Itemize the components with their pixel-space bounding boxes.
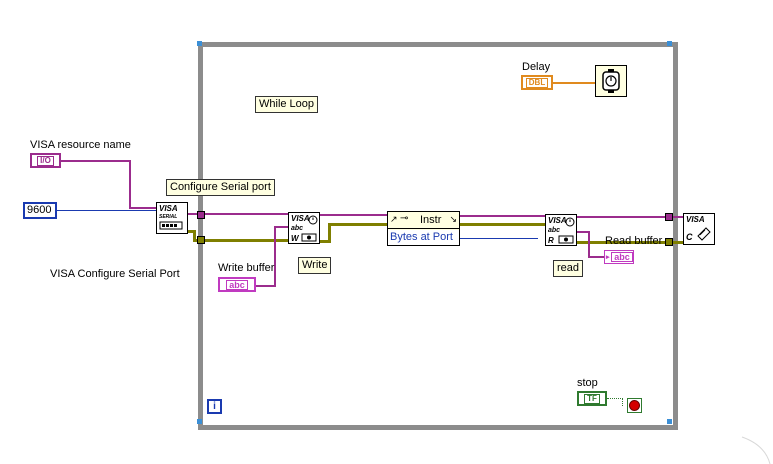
baud-rate-constant[interactable]: 9600: [23, 202, 57, 219]
stop-label: stop: [577, 377, 598, 389]
write-buffer-control[interactable]: abc: [218, 277, 256, 292]
wire-delay: [553, 82, 595, 84]
wire-visa-ref-1: [186, 213, 288, 215]
iteration-terminal[interactable]: i: [207, 399, 222, 414]
read-comment: read: [553, 260, 584, 277]
visa-resource-name-label: VISA resource name: [30, 139, 131, 151]
wire-read-buffer-v: [588, 231, 590, 258]
reference-arrow-icon: ↗: [390, 214, 398, 224]
wire-write-buffer-h: [256, 285, 276, 287]
svg-text:abc: abc: [548, 227, 560, 234]
visa-write-icon: VISA abc W: [291, 214, 318, 243]
visa-configure-serial-port-vi[interactable]: VISA SERIAL: [156, 202, 188, 234]
property-bytes-at-port[interactable]: Bytes at Port: [388, 230, 459, 245]
key-icon: ⊸: [400, 213, 409, 224]
svg-text:abc: abc: [291, 225, 303, 232]
bool-type-tag: TF: [584, 394, 600, 404]
write-buffer-label: Write buffer: [218, 262, 275, 274]
wire-error-4: [577, 241, 684, 244]
error-arrow-icon: ↘: [449, 214, 457, 224]
visa-write-vi[interactable]: VISA abc W: [288, 212, 320, 244]
visa-close-icon: VISA C: [686, 215, 711, 242]
tunnel-error-out[interactable]: [665, 238, 673, 246]
indicator-arrow-icon: ▸: [606, 254, 610, 261]
delay-label: Delay: [522, 61, 551, 73]
wire-visa-resource: [60, 160, 130, 162]
wire-baud-rate: [56, 210, 156, 211]
wait-ms-function[interactable]: [595, 65, 627, 97]
visa-read-icon: VISA abc R: [548, 216, 575, 245]
tunnel-error-in[interactable]: [197, 236, 205, 244]
wire-error-3: [460, 223, 545, 226]
wire-visa-ref-4: [577, 216, 684, 218]
svg-text:C: C: [686, 232, 693, 242]
stop-sign-icon: [629, 400, 640, 411]
loop-condition-terminal[interactable]: [627, 398, 642, 413]
write-comment: Write: [298, 257, 332, 274]
visa-resource-control[interactable]: I/O: [30, 153, 61, 168]
wire-error-1: [193, 239, 288, 242]
loop-resize-handle-bl[interactable]: [197, 419, 202, 424]
wire-read-buffer-h2: [588, 256, 604, 258]
while-loop-comment: While Loop: [255, 96, 319, 113]
wire-error-2b: [328, 223, 388, 226]
property-node[interactable]: ↗ ⊸ Instr ↘ Bytes at Port: [387, 211, 460, 246]
dbl-type-tag: DBL: [525, 78, 549, 88]
loop-resize-handle-tr[interactable]: [667, 41, 672, 46]
wire-error-2v: [328, 223, 331, 243]
visa-serial-icon: VISA SERIAL: [159, 204, 183, 230]
svg-text:W: W: [291, 234, 300, 243]
wire-visa-ref-3: [460, 215, 545, 217]
read-buffer-label: Read buffer: [605, 235, 663, 247]
wire-bytes-at-port: [458, 238, 538, 239]
svg-text:VISA: VISA: [159, 204, 178, 213]
svg-text:SERIAL: SERIAL: [159, 214, 177, 220]
delay-control[interactable]: DBL: [521, 75, 553, 90]
configure-serial-port-comment: Configure Serial port: [166, 179, 275, 196]
wire-write-buffer-v: [274, 226, 276, 287]
tunnel-visa-out[interactable]: [665, 213, 673, 221]
svg-text:VISA: VISA: [291, 214, 310, 223]
wire-error-0: [186, 230, 194, 233]
visa-read-vi[interactable]: VISA abc R: [545, 214, 577, 246]
wire-visa-ref-2: [320, 214, 388, 216]
wire-visa-resource-v: [129, 160, 131, 208]
visa-close-vi[interactable]: VISA C: [683, 213, 715, 245]
svg-text:R: R: [548, 236, 554, 245]
stop-control[interactable]: TF: [577, 391, 607, 406]
wire-stop: [607, 398, 623, 400]
wire-visa-resource-h: [129, 207, 156, 209]
wire-stop-v: [622, 398, 624, 406]
svg-text:VISA: VISA: [548, 216, 567, 225]
read-buffer-indicator[interactable]: ▸ abc: [604, 250, 634, 264]
wire-read-buffer-h: [577, 231, 589, 233]
loop-resize-handle-tl[interactable]: [197, 41, 202, 46]
property-node-class: Instr: [420, 214, 442, 226]
loop-resize-handle-br[interactable]: [667, 419, 672, 424]
string-type-tag-indicator: abc: [611, 252, 633, 262]
stopwatch-icon: [602, 69, 620, 93]
svg-text:VISA: VISA: [686, 215, 705, 224]
property-node-header: ↗ ⊸ Instr ↘: [388, 212, 459, 229]
wire-error-0v: [193, 230, 196, 242]
tunnel-visa-in[interactable]: [197, 211, 205, 219]
wire-write-buffer-h2: [274, 226, 288, 228]
visa-configure-serial-port-label: VISA Configure Serial Port: [50, 268, 180, 280]
decorative-arc: [741, 436, 771, 464]
io-type-tag: I/O: [37, 156, 54, 166]
string-type-tag: abc: [226, 280, 248, 290]
wire-error-2a: [320, 240, 330, 243]
